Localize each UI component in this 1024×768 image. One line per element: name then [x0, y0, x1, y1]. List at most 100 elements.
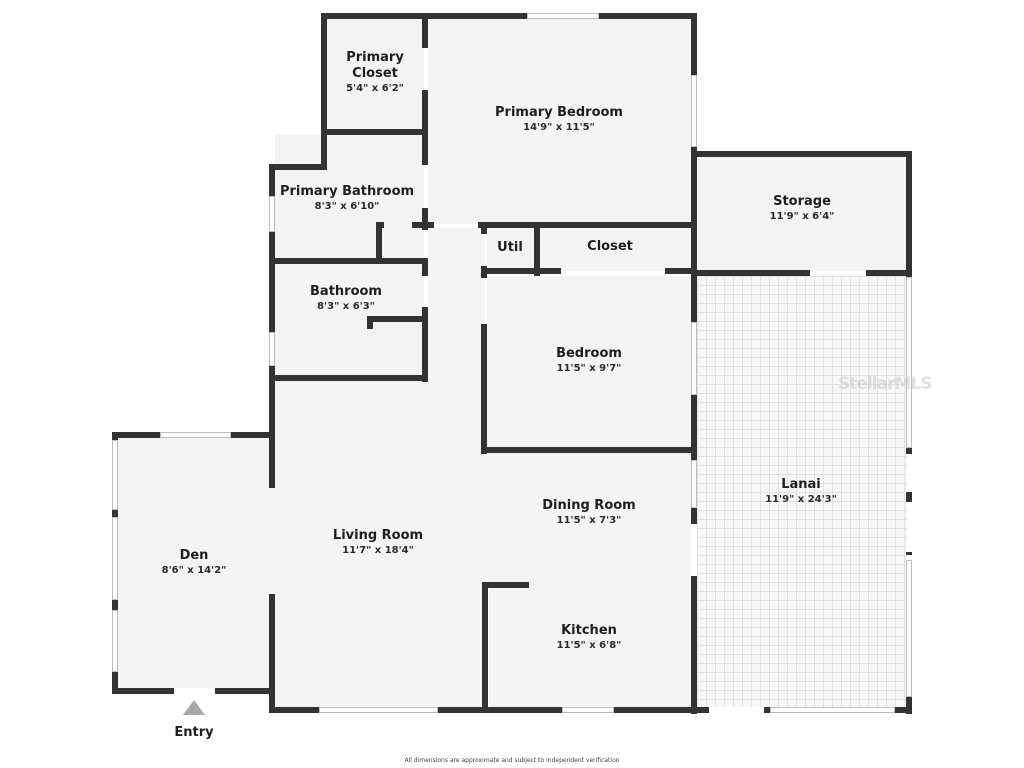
wall	[376, 222, 384, 228]
room-dimensions: 11'9" x 24'3"	[765, 494, 837, 505]
wall	[112, 600, 118, 610]
window	[527, 13, 599, 19]
entry-arrow-icon	[183, 700, 205, 715]
disclaimer-footnote: All dimensions are approximate and subje…	[404, 757, 620, 764]
primary-bedroom-floor	[428, 19, 691, 224]
wall	[269, 707, 319, 713]
room-dimensions: 8'6" x 14'2"	[161, 565, 227, 576]
window	[691, 75, 697, 147]
wall	[112, 688, 174, 694]
room-name: Closet	[352, 66, 398, 81]
wall	[665, 268, 697, 274]
wall	[906, 151, 912, 277]
wall	[481, 447, 697, 453]
room-name: Bathroom	[310, 284, 382, 299]
wall	[691, 152, 697, 322]
room-label-primary-closet: Primary Closet 5'4" x 6'2"	[346, 50, 404, 96]
wall	[112, 510, 118, 517]
room-dimensions: 5'4" x 6'2"	[346, 83, 404, 94]
wall	[481, 268, 561, 274]
wall	[482, 582, 488, 710]
wall	[321, 13, 327, 135]
room-label-kitchen: Kitchen 11'5" x 6'8"	[557, 623, 622, 653]
room-name: Dining Room	[542, 498, 636, 513]
wall	[866, 270, 912, 276]
wall	[614, 707, 709, 713]
window	[691, 322, 697, 395]
util-floor	[487, 228, 535, 271]
window	[160, 432, 231, 438]
primary-bathroom-floor	[275, 135, 424, 259]
wall	[269, 366, 275, 488]
room-name: Util	[497, 240, 523, 255]
window	[906, 560, 912, 697]
wall	[691, 270, 810, 276]
room-dimensions: 8'3" x 6'3"	[317, 301, 375, 312]
wall	[269, 594, 275, 713]
wall	[422, 90, 428, 165]
wall	[481, 222, 487, 234]
wall	[482, 582, 529, 588]
wall	[906, 448, 912, 454]
window	[112, 610, 118, 672]
room-dimensions: 11'5" x 7'3"	[556, 515, 622, 526]
storage-floor	[698, 157, 907, 271]
window	[269, 196, 275, 232]
room-dimensions: 8'3" x 6'10"	[314, 201, 380, 212]
window	[691, 460, 697, 508]
wall	[481, 324, 487, 454]
wall	[376, 222, 382, 262]
room-name: Storage	[773, 194, 831, 209]
room-label-closet: Closet	[587, 239, 633, 255]
wall	[422, 208, 428, 230]
wall	[895, 707, 912, 713]
room-name: Lanai	[781, 477, 821, 492]
den-floor	[118, 438, 275, 688]
closet-floor	[540, 228, 691, 271]
wall	[367, 316, 373, 329]
window	[562, 707, 614, 713]
window	[112, 440, 118, 510]
wall	[438, 707, 562, 713]
lanai-floor	[697, 276, 907, 707]
room-name: Living Room	[332, 528, 424, 543]
room-name: Den	[179, 548, 209, 563]
room-dimensions: 11'5" x 9'7"	[556, 363, 622, 374]
wall	[321, 129, 428, 135]
window	[770, 707, 895, 713]
wall	[906, 697, 912, 714]
room-label-primary-bathroom: Primary Bathroom 8'3" x 6'10"	[280, 184, 414, 214]
wall	[112, 432, 118, 440]
room-name: Kitchen	[561, 623, 617, 638]
room-label-primary-bedroom: Primary Bedroom 14'9" x 11'5"	[495, 105, 623, 135]
wall	[269, 375, 428, 381]
living-room-floor	[275, 378, 485, 707]
room-label-bathroom: Bathroom 8'3" x 6'3"	[310, 284, 382, 314]
room-name: Primary Bathroom	[279, 184, 415, 199]
wall	[112, 672, 118, 694]
wall	[481, 266, 487, 278]
wall	[691, 576, 697, 714]
room-label-bedroom: Bedroom 11'5" x 9'7"	[556, 346, 622, 376]
window	[112, 517, 118, 600]
entry-label: Entry	[174, 725, 214, 740]
wall	[478, 222, 697, 228]
room-label-living-room: Living Room 11'7" x 18'4"	[333, 528, 423, 558]
window	[906, 277, 912, 448]
dining-room-floor	[485, 452, 691, 582]
wall	[269, 164, 275, 196]
wall	[691, 508, 697, 524]
wall	[269, 164, 327, 170]
primary-closet-floor	[327, 19, 424, 131]
wall	[321, 13, 697, 19]
room-label-storage: Storage 11'9" x 6'4"	[770, 194, 835, 224]
room-label-lanai: Lanai 11'9" x 24'3"	[765, 477, 837, 507]
room-label-util: Util	[497, 240, 523, 256]
wall	[412, 222, 434, 228]
room-name: Bedroom	[556, 346, 622, 361]
kitchen-floor	[489, 582, 691, 707]
bedroom-floor	[487, 276, 691, 448]
wall	[422, 307, 428, 382]
wall	[906, 492, 912, 502]
wall	[215, 688, 275, 694]
